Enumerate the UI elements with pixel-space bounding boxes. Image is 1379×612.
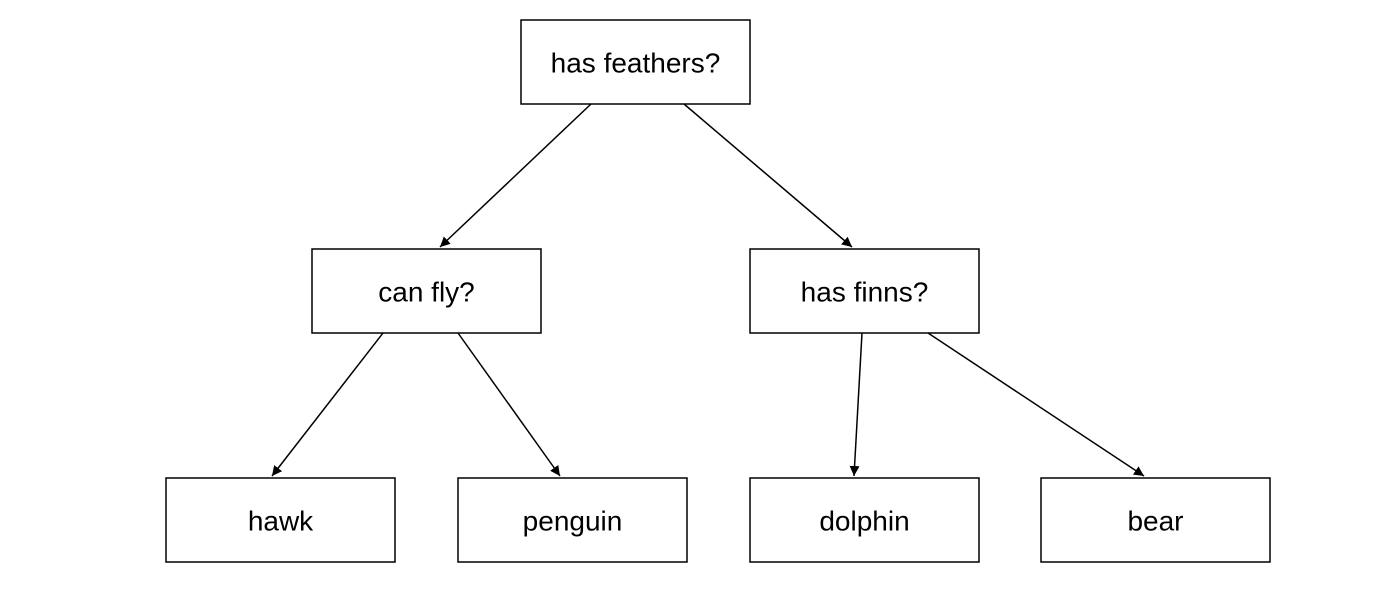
tree-node-dolphin: dolphin — [749, 477, 980, 563]
tree-node-bear: bear — [1040, 477, 1271, 563]
node-box — [520, 19, 751, 105]
node-box — [165, 477, 396, 563]
node-box — [457, 477, 688, 563]
node-box — [749, 248, 980, 334]
tree-node-finns: has finns? — [749, 248, 980, 334]
tree-node-hawk: hawk — [165, 477, 396, 563]
node-label: hawk — [248, 506, 314, 537]
edges — [271, 103, 1145, 477]
node-label: can fly? — [378, 277, 475, 308]
edge-fly-to-penguin — [457, 332, 561, 477]
node-box — [311, 248, 542, 334]
edge-fly-to-hawk — [271, 332, 384, 477]
node-label: has feathers? — [551, 48, 721, 79]
node-label: has finns? — [801, 277, 929, 308]
edge-root-to-fly — [439, 103, 592, 248]
node-label: dolphin — [819, 506, 909, 537]
node-label: penguin — [523, 506, 623, 537]
tree-node-root: has feathers? — [520, 19, 751, 105]
tree-node-penguin: penguin — [457, 477, 688, 563]
edge-root-to-finns — [683, 103, 853, 248]
node-box — [1040, 477, 1271, 563]
node-box — [749, 477, 980, 563]
edge-finns-to-bear — [927, 332, 1145, 477]
node-label: bear — [1127, 506, 1183, 537]
tree-node-fly: can fly? — [311, 248, 542, 334]
edge-finns-to-dolphin — [849, 332, 863, 477]
